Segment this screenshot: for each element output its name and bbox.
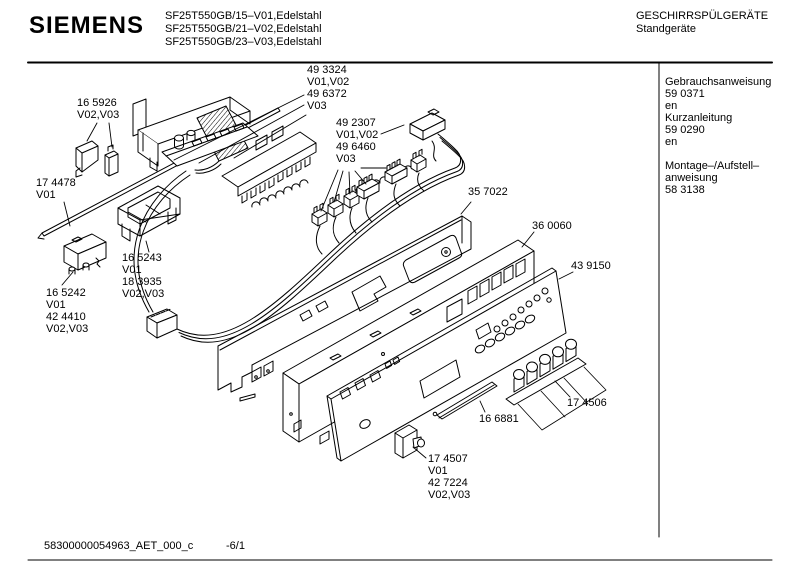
page-number: -6/1	[226, 540, 245, 552]
sidebar-line: 59 0371	[665, 88, 705, 100]
part-label-165243: 16 5243 V01 18 3935 V02,V03	[122, 252, 164, 300]
part-number: 42 7224	[428, 477, 468, 489]
part-number: 17 4478	[36, 177, 76, 189]
part-variant: V02,V03	[46, 323, 89, 335]
part-variant: V01	[428, 465, 448, 477]
sidebar-line: anweisung	[665, 172, 718, 184]
part-label-492307: 49 2307 V01,V02 49 6460 V03	[336, 117, 378, 165]
part-number: 17 4506	[567, 397, 607, 409]
sidebar-line	[665, 148, 771, 160]
part-label-174507: 17 4507 V01 42 7224 V02,V03	[428, 453, 470, 501]
part-number: 49 3324	[307, 64, 347, 76]
part-number: 43 9150	[571, 260, 611, 272]
part-variant: V01,V02	[336, 129, 379, 141]
wiring-harness	[176, 108, 466, 343]
part-switch-174507	[394, 424, 425, 459]
sidebar-line: en	[665, 136, 678, 148]
part-variant: V02,V03	[77, 109, 120, 121]
appliance-category: GESCHIRRSPÜLGERÄTE Standgeräte	[636, 10, 768, 36]
part-trim-bar	[432, 381, 498, 420]
part-front-panel	[326, 267, 567, 462]
part-label-360060: 36 0060	[532, 220, 572, 232]
part-label-357022: 35 7022	[468, 186, 508, 198]
sidebar-line: Gebrauchsanweisung	[665, 76, 772, 88]
part-number: 49 6460	[336, 141, 376, 153]
harness-wire	[133, 170, 191, 313]
part-variant: V01	[36, 189, 56, 201]
sidebar-line: 58 3138	[665, 184, 705, 196]
model-line: SF25T550GB/15–V01,Edelstahl	[165, 10, 322, 22]
part-variant: V01	[122, 264, 142, 276]
part-variant: V03	[307, 100, 327, 112]
leader-lines	[61, 94, 574, 459]
sidebar-line: 59 0290	[665, 124, 705, 136]
sidebar-line: Kurzanleitung	[665, 112, 733, 124]
part-variant: V02,V03	[122, 288, 165, 300]
subcategory-line: Standgeräte	[636, 23, 696, 35]
part-label-493324: 49 3324 V01,V02 49 6372 V03	[307, 64, 349, 112]
part-number: 16 5926	[77, 97, 117, 109]
part-label-166881: 16 6881	[479, 413, 519, 425]
part-number: 49 6372	[307, 88, 347, 100]
sidebar-line: Montage–/Aufstell–	[665, 160, 760, 172]
part-label-174506: 17 4506	[567, 397, 607, 409]
part-number: 36 0060	[532, 220, 572, 232]
part-label-174478: 17 4478 V01	[36, 177, 76, 201]
part-number: 16 6881	[479, 413, 519, 425]
part-variant: V02,V03	[428, 489, 471, 501]
harness-connector-left	[146, 308, 178, 339]
part-number: 17 4507	[428, 453, 468, 465]
document-id: 58300000054963_AET_000_c	[44, 540, 194, 552]
part-label-165242: 16 5242 V01 42 4410 V02,V03	[46, 287, 88, 335]
part-number: 42 4410	[46, 311, 86, 323]
model-line: SF25T550GB/21–V02,Edelstahl	[165, 23, 322, 35]
part-number: 18 3935	[122, 276, 162, 288]
part-control-module-assembly	[132, 96, 317, 208]
part-variant: V01,V02	[307, 76, 350, 88]
model-list: SF25T550GB/15–V01,Edelstahl SF25T550GB/2…	[165, 10, 322, 49]
part-button-block	[505, 338, 607, 431]
part-label-439150: 43 9150	[571, 260, 611, 272]
part-variant: V01	[46, 299, 66, 311]
part-number: 16 5243	[122, 252, 162, 264]
category-line: GESCHIRRSPÜLGERÄTE	[636, 10, 769, 22]
part-small-brackets	[75, 140, 119, 178]
part-switch-block-165242	[63, 233, 107, 275]
part-number: 35 7022	[468, 186, 508, 198]
harness-connector-top	[409, 108, 446, 162]
siemens-logo: SIEMENS	[29, 12, 145, 39]
part-label-165926: 16 5926 V02,V03	[77, 97, 119, 121]
documents-sidebar: Gebrauchsanweisung 59 0371 en Kurzanleit…	[665, 76, 771, 196]
page-rules	[27, 61, 773, 561]
part-number: 16 5242	[46, 287, 86, 299]
part-bracket-165243	[117, 185, 181, 242]
part-number: 49 2307	[336, 117, 376, 129]
part-variant: V03	[336, 153, 356, 165]
part-back-panel	[217, 165, 472, 402]
model-line: SF25T550GB/23–V03,Edelstahl	[165, 36, 322, 48]
sidebar-line: en	[665, 100, 678, 112]
part-trim-strip	[37, 107, 281, 240]
